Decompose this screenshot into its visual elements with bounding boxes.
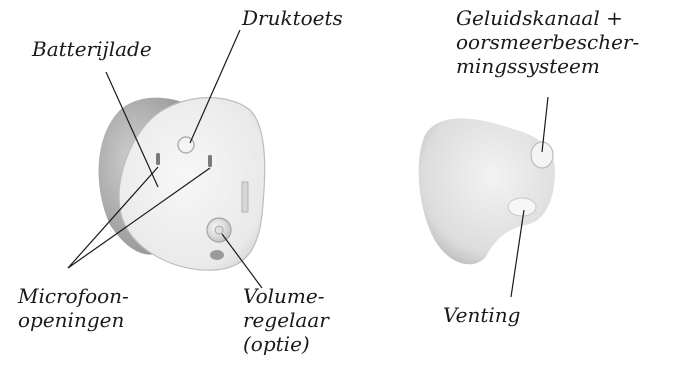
label-microfoon-line-2: openingen [18,308,129,332]
hearing-aid-left [99,98,265,271]
label-batterijlade: Batterijlade [32,37,152,61]
label-druktoets: Druktoets [242,6,343,30]
label-volume: Volume- regelaar (optie) [243,284,329,356]
sound-channel [531,142,553,168]
volume-knob-center [215,226,223,234]
hearing-aid-right [419,118,555,264]
label-geluidskanaal: Geluidskanaal + oorsmeerbescher- mingssy… [456,6,639,78]
mic-opening-2 [208,155,212,167]
label-microfoon: Microfoon- openingen [18,284,129,332]
label-venting: Venting [443,303,520,327]
label-geluidskanaal-line-2: oorsmeerbescher- [456,30,639,54]
label-geluidskanaal-line-1: Geluidskanaal + [456,6,639,30]
volume-knob-stem [210,250,224,260]
label-microfoon-line-1: Microfoon- [18,284,129,308]
shell-right [419,118,555,264]
label-volume-line-1: Volume- [243,284,329,308]
label-volume-line-3: (optie) [243,332,329,356]
label-geluidskanaal-line-3: mingssysteem [456,54,639,78]
venting-opening [508,198,536,216]
label-volume-line-2: regelaar [243,308,329,332]
battery-door-edge [242,182,248,212]
mic-opening-1 [156,153,160,165]
